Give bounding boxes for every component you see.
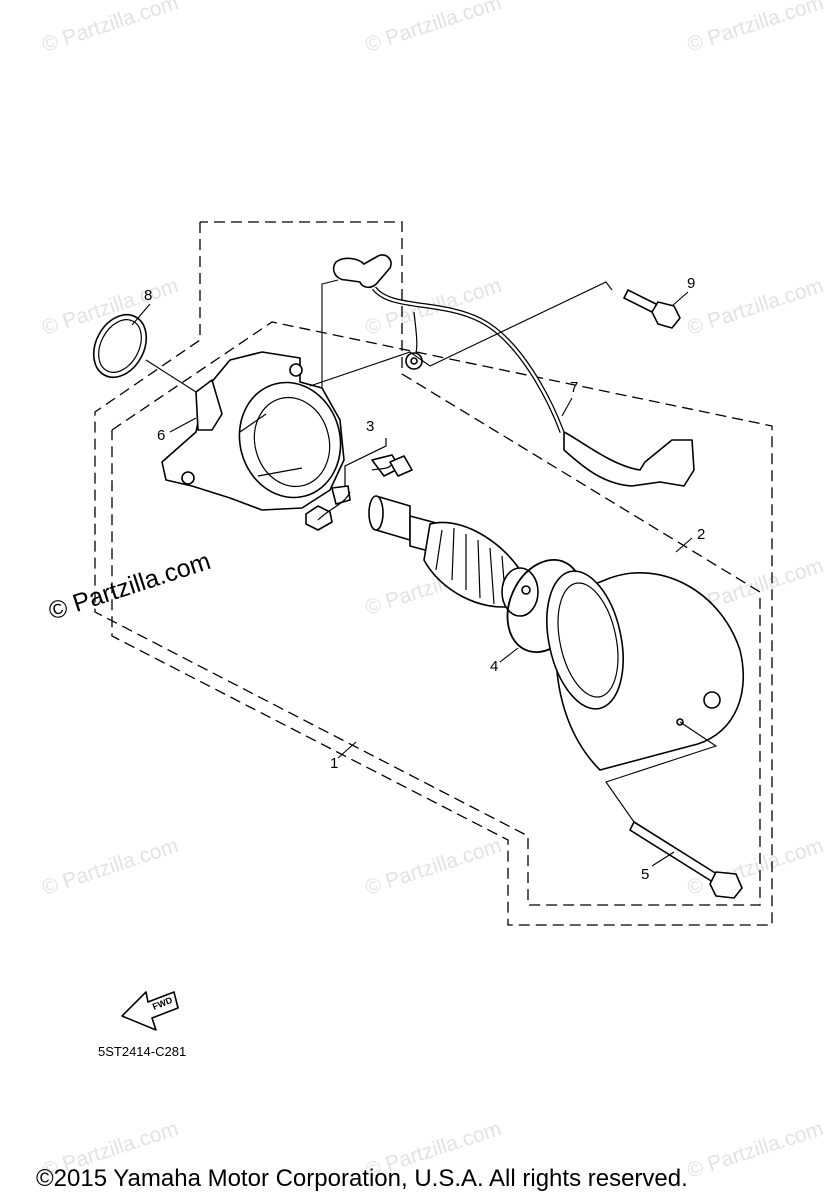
watermark-main: © Partzilla.com <box>45 547 214 626</box>
assembly-boundaries <box>94 221 773 926</box>
callout-7: 7 <box>570 379 578 396</box>
armature <box>368 495 539 617</box>
part-5-through-bolt <box>629 821 743 899</box>
watermark: © Partzilla.com <box>39 834 181 900</box>
callout-4: 4 <box>490 658 498 675</box>
part-7-lead-wire <box>332 254 695 487</box>
part-9-bolt <box>623 289 681 329</box>
callout-8: 8 <box>144 287 152 304</box>
watermark: © Partzilla.com <box>39 0 181 57</box>
watermark: © Partzilla.com <box>684 0 824 57</box>
callout-5: 5 <box>641 866 649 883</box>
callouts: 8 9 7 3 6 2 4 1 5 <box>131 275 705 883</box>
part-8-o-ring <box>92 313 148 379</box>
boundary-inner <box>111 321 773 926</box>
watermark: © Partzilla.com <box>362 834 504 900</box>
fwd-arrow-icon: FWD <box>121 991 179 1031</box>
watermark: © Partzilla.com <box>684 274 824 340</box>
callout-2: 2 <box>697 526 705 543</box>
callout-3: 3 <box>366 418 374 435</box>
copyright-text: ©2015 Yamaha Motor Corporation, U.S.A. A… <box>36 1165 688 1192</box>
part-3-brush-holder <box>305 438 413 531</box>
part-2-yoke <box>546 570 745 771</box>
watermark: © Partzilla.com <box>362 0 504 57</box>
callout-9: 9 <box>687 275 695 292</box>
diagram-code: 5ST2414-C281 <box>98 1044 186 1059</box>
callout-1: 1 <box>330 755 338 772</box>
watermark: © Partzilla.com <box>684 1117 824 1183</box>
part-6-front-cover <box>161 351 345 511</box>
connector-lines <box>145 279 718 823</box>
callout-6: 6 <box>157 427 165 444</box>
boundary-outer <box>94 221 761 906</box>
